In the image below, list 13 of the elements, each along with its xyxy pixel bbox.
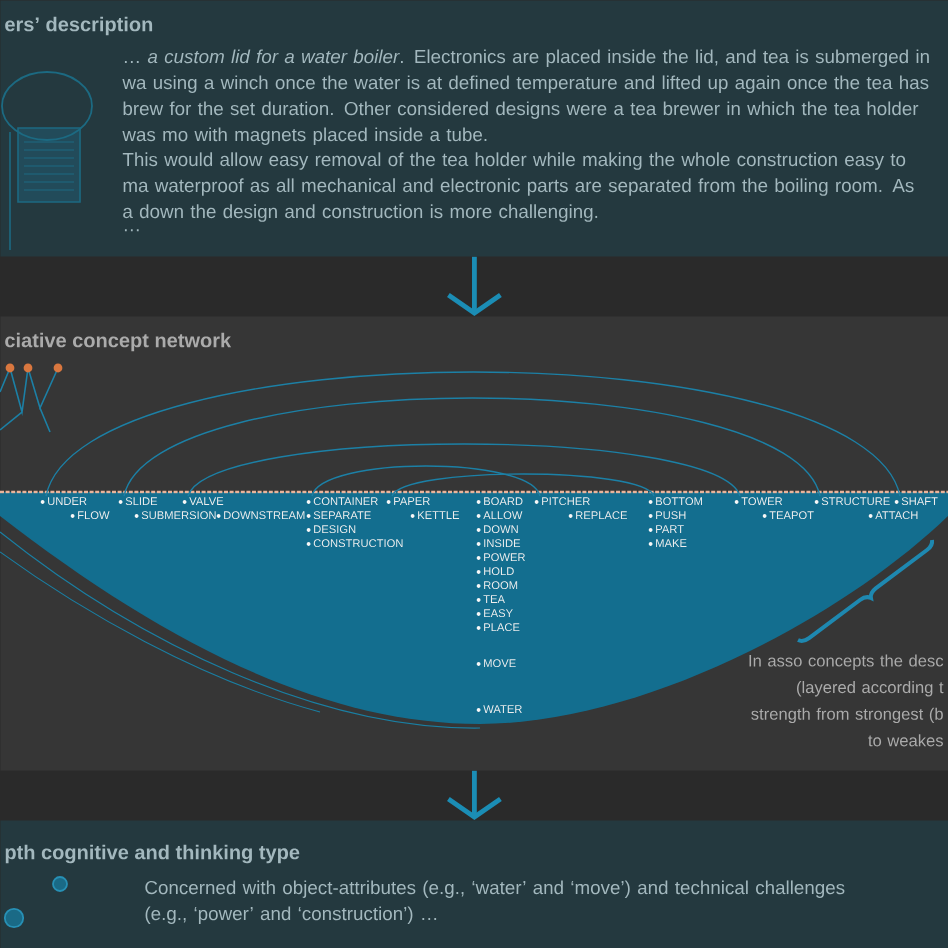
panel-heading: pth cognitive and thinking type	[5, 844, 300, 864]
paragraph: This would allow easy removal of the tea holder while making the whole construction easy to ma waterproof as all mechanical and electronic parts are separated from the boiling room. As a down the design and construction is more challenging.	[122, 152, 914, 222]
paragraph: … a custom lid for a water boiler. Electronics are placed inside the lid, and tea is submerged in wa using a winch once the water is at defined temperature and lifted up again once the tea has brew for the set duration. Other considered designs were a tea brewer in which the tea holder was mo with magnets placed inside a tube.	[122, 49, 929, 145]
annotation-text: In asso concepts the desc (layered according t strength from strongest (b to weakes	[749, 654, 944, 747]
link-arc	[187, 443, 741, 497]
link-arc	[123, 397, 821, 497]
link-arc	[391, 473, 655, 497]
panel-heading: ers’ description	[5, 16, 153, 36]
paragraph: …	[124, 229, 139, 232]
paragraph: Concerned with object-attributes (e.g., ‘water’ and ‘move’) and technical challenges (e.g., ‘power’ and ‘construction’) …	[145, 880, 845, 924]
link-arc	[45, 371, 901, 497]
panel-heading: ciative concept network	[5, 332, 232, 352]
link-arc	[311, 465, 541, 497]
